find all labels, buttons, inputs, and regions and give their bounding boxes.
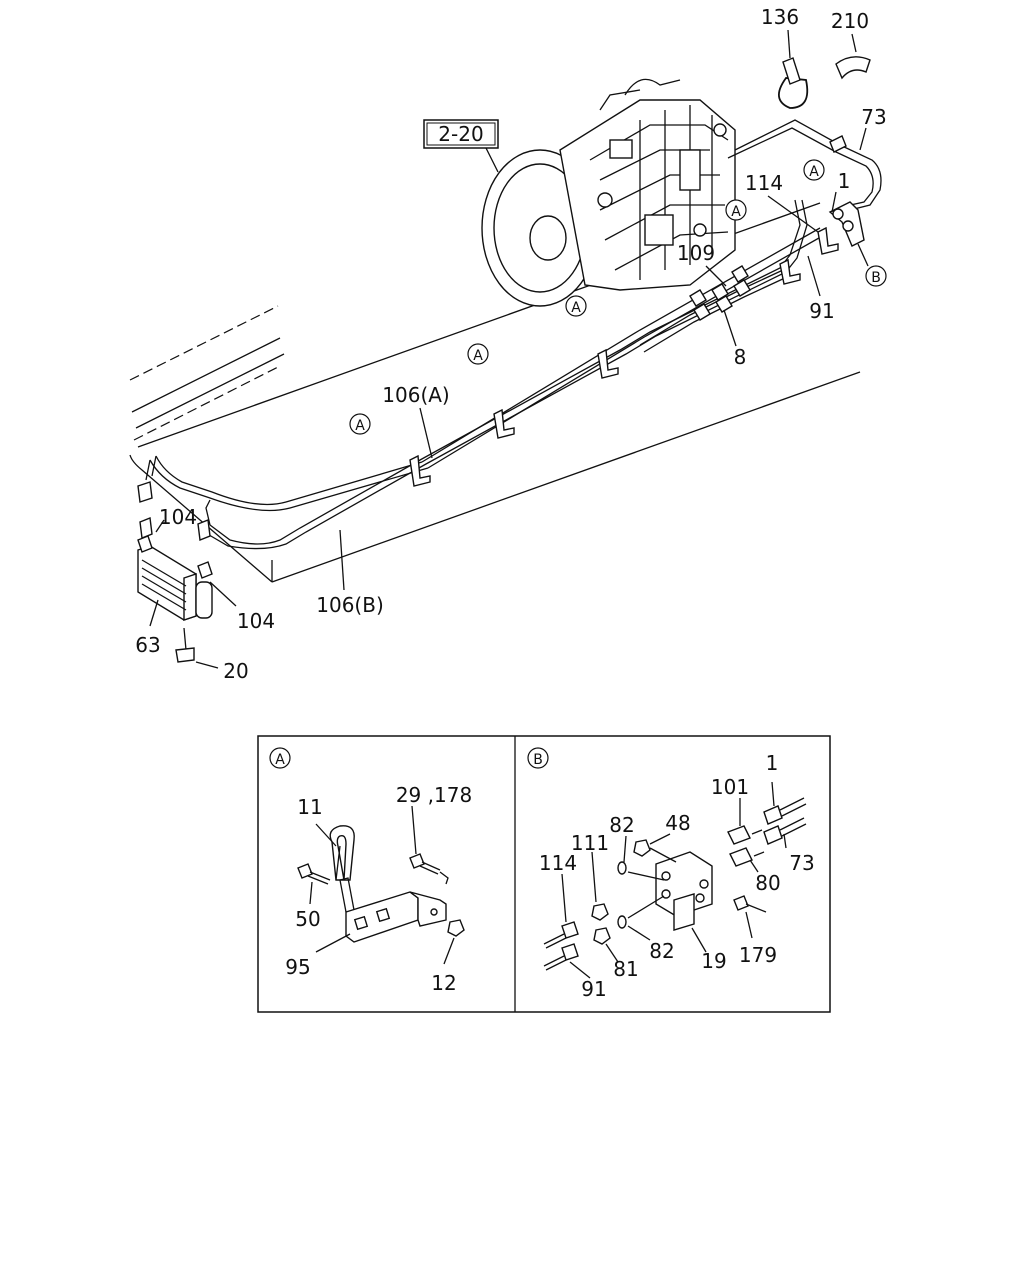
label-210: 210 <box>831 9 869 33</box>
label-1: 1 <box>838 169 851 193</box>
detail-a: A <box>269 747 472 995</box>
label-104-upper: 104 <box>159 505 197 529</box>
main-assembly: 2-20 <box>129 5 887 683</box>
fittings-114-91 <box>543 921 579 971</box>
label-b-114: 114 <box>539 851 577 875</box>
label-b-82-lower: 82 <box>649 939 674 963</box>
callout-a-1: A <box>809 164 819 180</box>
washers-82 <box>617 861 665 929</box>
callout-a-5: A <box>355 418 365 434</box>
reference-box: 2-20 <box>423 119 499 173</box>
label-8: 8 <box>734 345 747 369</box>
label-20: 20 <box>223 659 248 683</box>
connector-bracket-b <box>828 201 869 267</box>
bolt-179 <box>733 895 767 913</box>
transmission-unit <box>481 78 736 307</box>
part-labels: 136 210 73 1 114 109 91 8 106(A) 104 104… <box>135 5 886 683</box>
detail-b: B <box>527 747 815 1001</box>
label-106b: 106(B) <box>316 593 384 617</box>
bolt-29-178 <box>409 853 449 885</box>
pipe-brackets <box>409 226 839 487</box>
label-136: 136 <box>761 5 799 29</box>
label-63: 63 <box>135 633 160 657</box>
label-b-73: 73 <box>789 851 814 875</box>
label-b-82-upper: 82 <box>609 813 634 837</box>
clamp-11 <box>329 825 355 881</box>
hose-clamp-136 <box>778 29 809 109</box>
callout-a-4: A <box>473 348 483 364</box>
label-73: 73 <box>861 105 886 129</box>
label-106a: 106(A) <box>382 383 449 407</box>
label-b-91: 91 <box>581 977 606 1001</box>
label-b-19: 19 <box>701 949 726 973</box>
label-b-48: 48 <box>665 811 690 835</box>
callout-a-2: A <box>731 204 741 220</box>
bolt-50 <box>297 863 331 885</box>
label-104-lower: 104 <box>237 609 275 633</box>
detail-frame <box>257 735 831 1013</box>
callout-b: B <box>871 270 881 286</box>
bracket-19 <box>655 851 713 931</box>
label-b-80: 80 <box>755 871 780 895</box>
label-b-1: 1 <box>766 751 779 775</box>
label-b-179: 179 <box>739 943 777 967</box>
fittings-101-80 <box>727 825 765 867</box>
nuts-111-81 <box>591 903 611 945</box>
fittings-109 <box>689 265 751 347</box>
callout-a-3: A <box>571 300 581 316</box>
nut-12 <box>447 919 465 937</box>
oil-cooler <box>137 481 237 669</box>
pipe-ends-1-73 <box>763 797 807 845</box>
label-b-111: 111 <box>571 831 609 855</box>
label-a-50: 50 <box>295 907 320 931</box>
leader-lines <box>339 127 867 591</box>
label-a-29-178: 29 ,178 <box>396 783 472 807</box>
label-109: 109 <box>677 241 715 265</box>
detail-a-marker: A <box>275 752 285 768</box>
detail-b-marker: B <box>533 752 543 768</box>
label-b-101: 101 <box>711 775 749 799</box>
label-a-95: 95 <box>285 955 310 979</box>
label-91: 91 <box>809 299 834 323</box>
label-a-12: 12 <box>431 971 456 995</box>
label-b-81: 81 <box>613 957 638 981</box>
bracket-95 <box>339 877 447 943</box>
label-a-11: 11 <box>297 795 322 819</box>
reference-box-label: 2-20 <box>438 122 483 146</box>
grommet-210 <box>835 33 871 80</box>
label-114: 114 <box>745 171 783 195</box>
callout-circles: A A A A A B <box>349 159 887 435</box>
nut-48 <box>633 839 677 863</box>
